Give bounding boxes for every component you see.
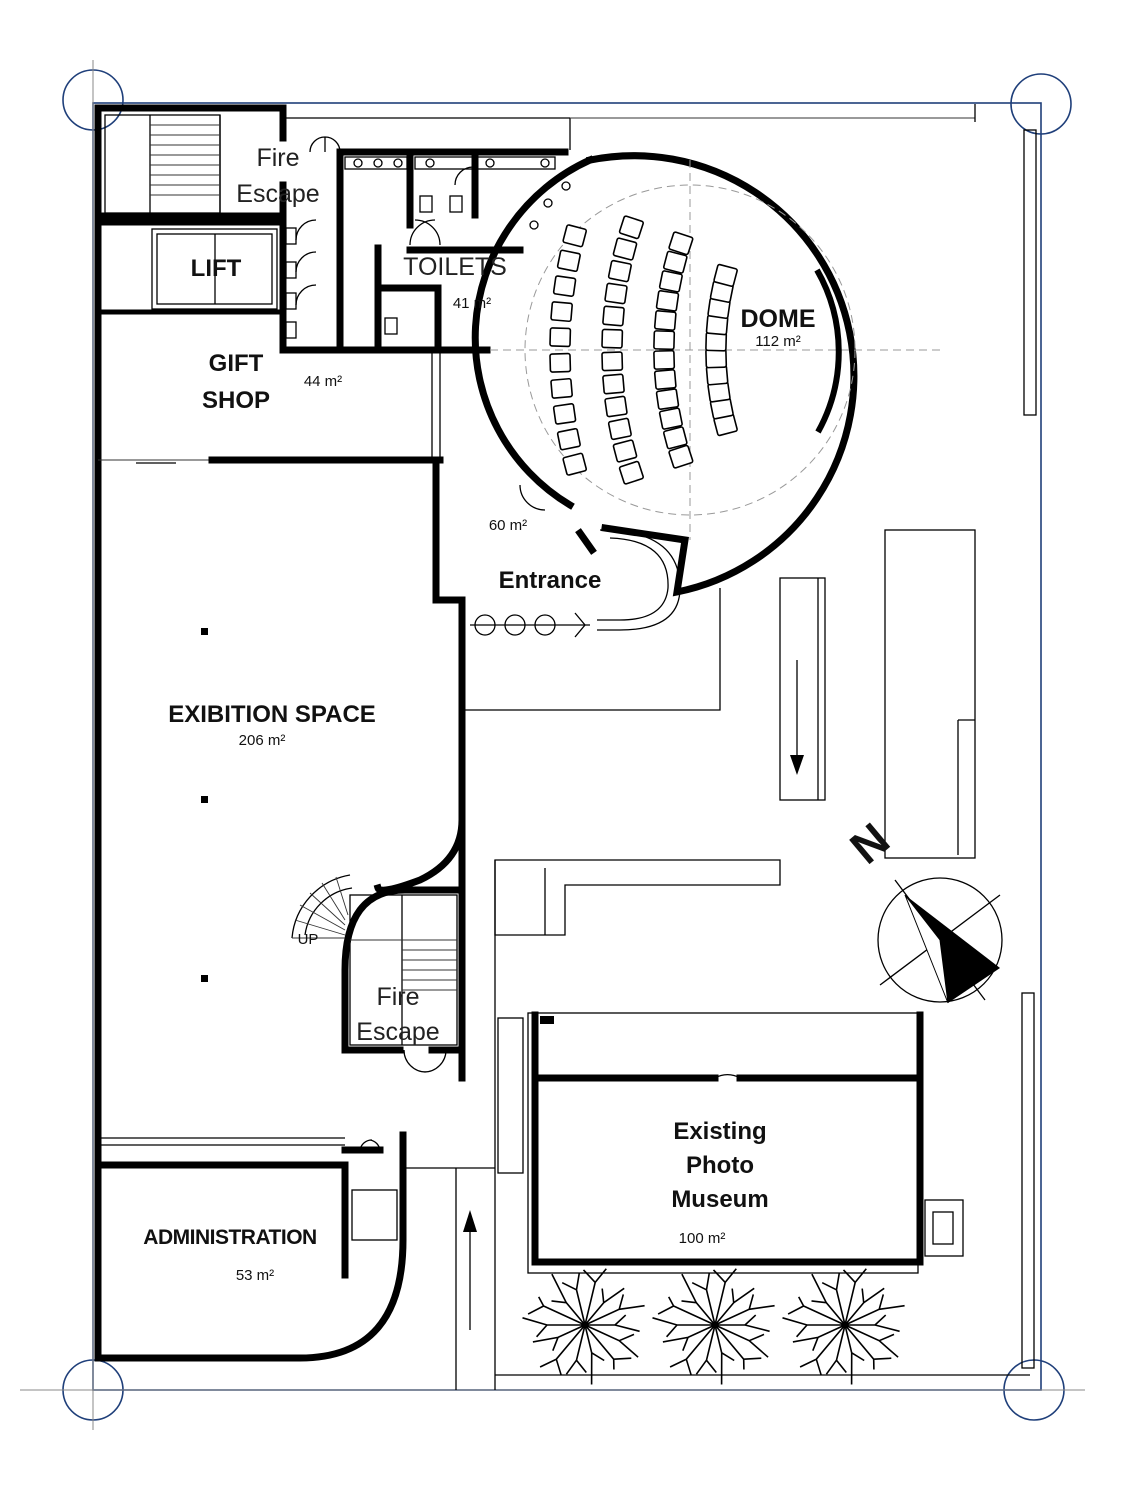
toilets-area: 41 m² [453,295,491,312]
entrance-area [470,484,681,638]
toilets-label: TOILETS [403,253,507,281]
dome-seat [618,460,644,485]
entrance-label: Entrance [499,567,602,594]
fire-escape-top-label-line1: Fire [256,144,299,172]
dome-seat [653,330,676,351]
dome-seat [556,427,581,451]
dome-seat [602,373,625,395]
dome-seat [556,249,581,273]
lift-label: LIFT [191,255,242,282]
dome-area: 112 m² [755,333,801,350]
photo-museum-label-line3: Museum [671,1186,768,1213]
dome-seat [612,237,638,261]
dome-seat [562,224,588,248]
building-walls [94,104,721,1362]
dome-seat [658,407,683,430]
administration-area: 53 m² [236,1267,274,1284]
dome-seat [653,369,677,390]
toilet-fixtures [285,156,571,339]
gift-shop-area: 44 m² [304,373,342,390]
dome-seat [655,388,680,410]
tree [782,1268,905,1385]
dome-seat [604,282,628,305]
tree [652,1268,775,1385]
grid-bubble-top-right [1010,73,1072,135]
dome-seat [655,290,680,312]
dome-seat [618,215,644,240]
administration-label: ADMINISTRATION [143,1226,316,1249]
lift-shaft [151,228,278,310]
structural-grid [20,60,1085,1430]
dome-seat [550,301,573,323]
dome-seat [602,305,625,327]
room-labels: Fire Escape LIFT TOILETS 41 m² GIFT SHOP… [143,144,815,1284]
dome-auditorium [471,152,940,597]
dome-seat [713,263,738,288]
dome-seat [549,327,572,348]
dome-seat [658,270,683,293]
dome-seat [601,328,624,349]
dome-seat [562,452,588,476]
dome-seat [668,444,694,469]
trees [522,1268,905,1385]
fire-escape-top-label-line2: Escape [236,180,319,208]
dome-seat [607,417,632,441]
dome-seat [662,426,688,450]
north-label: N [840,813,899,874]
fire-escape-mid-stairs [349,894,458,1241]
fire-escape-top-stairs [104,104,976,214]
dome-seat [668,231,694,256]
photo-museum-label-line2: Photo [686,1152,754,1179]
photo-museum-area: 100 m² [679,1230,726,1247]
photo-museum-label-line1: Existing [673,1118,766,1145]
dome-seat [549,352,572,373]
tree [522,1268,645,1385]
fire-escape-mid-label-line2: Escape [356,1018,439,1046]
dome-seat [653,349,676,370]
dome-label: DOME [741,305,816,333]
dome-seat [653,310,677,331]
exhibition-label: EXIBITION SPACE [168,701,376,728]
dome-seat [550,377,573,399]
north-arrow: N [840,813,1003,1004]
gift-shop-label-line2: SHOP [202,387,270,414]
dome-seat [604,395,628,418]
dome-seat [552,275,577,297]
exhibition-fixtures [136,462,353,982]
dome-seat [552,403,577,425]
fire-escape-mid-label-line1: Fire [376,983,419,1011]
exhibition-area: 206 m² [239,732,286,749]
dome-seating [549,215,738,485]
site-features [403,129,1037,1390]
dome-seat [612,439,638,463]
dome-seat [705,348,728,369]
dome-seat [662,250,688,274]
photo-museum-building [527,1011,964,1274]
gift-shop-label-line1: GIFT [209,350,264,377]
dome-seat [607,259,632,283]
dome-seat [601,351,624,372]
stair-up-label: UP [298,931,319,948]
entrance-area-value: 60 m² [489,517,527,534]
